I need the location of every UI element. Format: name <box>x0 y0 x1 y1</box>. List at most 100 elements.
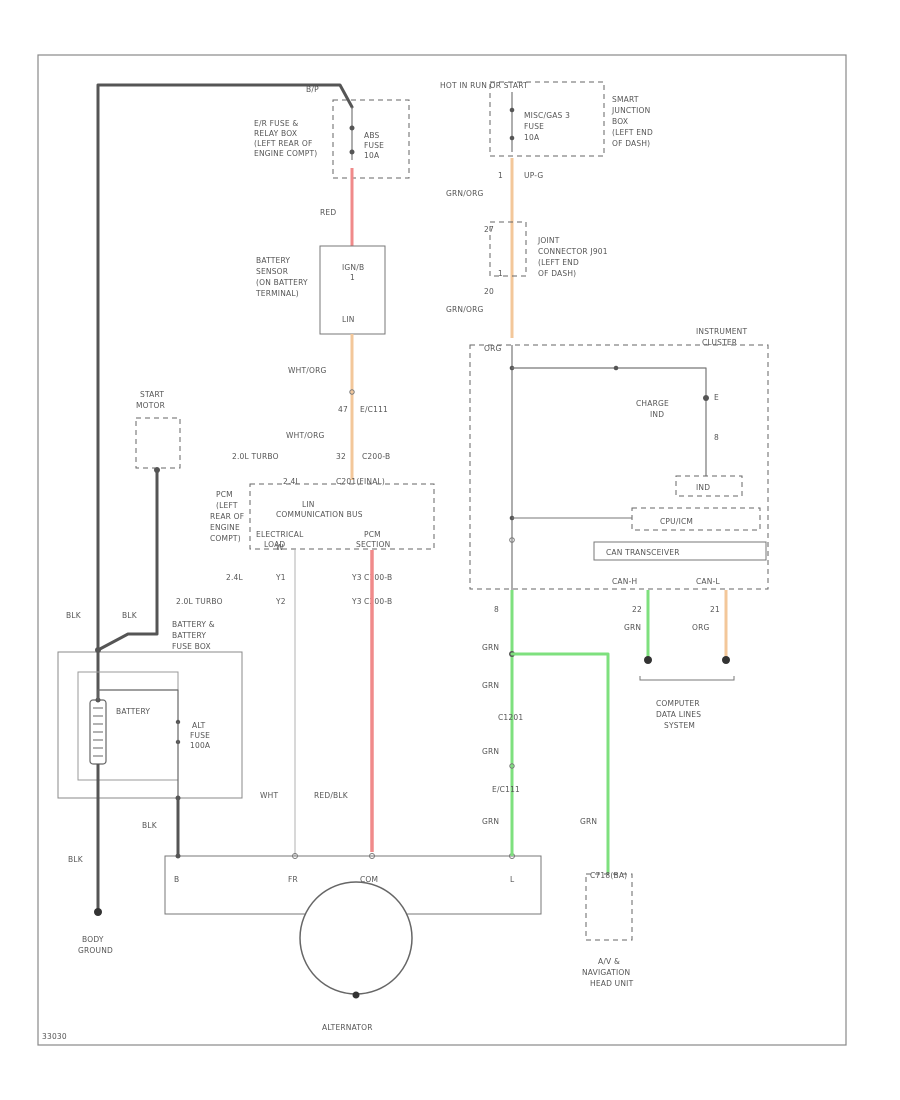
grn-org-2: GRN/ORG <box>446 305 484 314</box>
ic-pin-label: ORG <box>484 344 502 353</box>
red-label: RED <box>320 208 336 217</box>
c201-label: C201(FINAL) <box>336 477 385 486</box>
org1b-label: ORG <box>692 623 710 632</box>
can-l-label: CAN-L <box>696 577 720 586</box>
cdl-l3: SYSTEM <box>664 721 695 730</box>
jc-l3: (LEFT END <box>538 258 579 267</box>
av-l3: HEAD UNIT <box>590 979 634 988</box>
ce2-label: E/C111 <box>492 785 520 794</box>
ec111-conn <box>509 763 515 769</box>
conn-47 <box>349 389 355 395</box>
pcm-loc-l4: ENGINE <box>210 523 240 532</box>
green-av-wire <box>510 652 610 874</box>
bat-sensor-l4: TERMINAL) <box>255 289 299 298</box>
can-h-terminal <box>644 656 652 664</box>
wht-org-1: WHT/ORG <box>288 366 327 375</box>
blk3-label: BLK <box>142 821 158 830</box>
cpu-box-label: CPU/ICM <box>660 517 693 526</box>
sensor-lin: LIN <box>342 315 355 324</box>
battery-label: BATTERY <box>116 707 150 716</box>
av-l2: NAVIGATION <box>582 968 630 977</box>
charge-ind-pin: 8 <box>714 433 719 442</box>
jc-pin-1: 1 <box>498 269 503 278</box>
bplus-label: B/P <box>306 85 319 94</box>
grn6-label: GRN <box>580 817 597 826</box>
er-box-l3: (LEFT REAR OF <box>254 139 312 148</box>
jc-pin-27: 27 <box>484 225 494 234</box>
er-box-l2: RELAY BOX <box>254 129 297 138</box>
c20-label: 2.0L TURBO <box>176 597 223 606</box>
ind-box-label: IND <box>696 483 710 492</box>
ic-l1: INSTRUMENT <box>696 327 747 336</box>
joint-conn-box <box>489 221 527 277</box>
diagram-id: 33030 <box>42 1032 67 1041</box>
battery-sensor-box <box>319 245 386 335</box>
c1ab-label: UP-G <box>524 171 543 180</box>
alt-fr-label: FR <box>288 875 298 884</box>
c20-term: Y2 <box>275 597 286 606</box>
c200b-label: C200-B <box>362 452 390 461</box>
can-l-terminal <box>722 656 730 664</box>
wht-org-2: WHT/ORG <box>286 431 325 440</box>
start-motor-l1: START <box>140 390 164 399</box>
alt-b-label: B <box>174 875 179 884</box>
pcm-loc-l1: PCM <box>216 490 233 499</box>
sjb-l5: OF DASH) <box>612 139 650 148</box>
ind-box <box>675 475 743 497</box>
turbo20-label: 2.0L TURBO <box>232 452 279 461</box>
can-h-label: CAN-H <box>612 577 637 586</box>
alt-com-term <box>369 853 375 859</box>
pin-w-label: W <box>276 543 284 552</box>
abs-fuse-pin-bottom <box>349 149 355 155</box>
cy1-label: Y3 <box>351 573 362 582</box>
charge-ind-l1: CHARGE <box>636 399 669 408</box>
bplus-wire <box>96 83 354 702</box>
charge-ind-e: E <box>714 393 719 402</box>
charge-ind-lamp <box>703 395 709 401</box>
misc-fuse-pin-top <box>509 107 515 113</box>
cy1b-label: C100-B <box>364 573 392 582</box>
conn-47-label: 47 <box>338 405 348 414</box>
grn-org-1: GRN/ORG <box>446 189 484 198</box>
grn4-label: GRN <box>482 747 499 756</box>
jc-l1: JOINT <box>537 236 560 245</box>
misc-fuse-pin-bottom <box>509 135 515 141</box>
cdl-l2: DATA LINES <box>656 710 701 719</box>
ce1-label: C1201 <box>498 713 523 722</box>
pcm-box <box>249 483 435 550</box>
pcm-loc-l2: (LEFT <box>216 501 238 510</box>
alt-fuse-feed <box>97 689 179 723</box>
pcm-loc-l5: COMPT) <box>210 534 241 543</box>
instrument-cluster-box <box>469 344 769 590</box>
alt-b-term <box>175 853 181 859</box>
grn5-label: GRN <box>482 817 499 826</box>
blk2-label: BLK <box>122 611 138 620</box>
av-l1: A/V & <box>598 957 620 966</box>
sjb-l1: SMART <box>612 95 639 104</box>
sjb-l2: JUNCTION <box>611 106 650 115</box>
sensor-1: 1 <box>350 273 355 282</box>
sjb-box <box>489 81 605 157</box>
sjb-l4: (LEFT END <box>612 128 653 137</box>
pcm-loc-l3: REAR OF <box>210 512 244 521</box>
ic-l2: CLUSTER <box>702 338 737 347</box>
er-box-l4: ENGINE COMPT) <box>254 149 317 158</box>
hot-run-start-label: HOT IN RUN OR START <box>440 81 528 90</box>
can-transceiver-box <box>593 541 767 561</box>
body-ground-symbol <box>94 908 102 916</box>
cg1-pin: 22 <box>632 605 642 614</box>
alt-fr-term <box>292 853 298 859</box>
wht-label: WHT <box>260 791 278 800</box>
er-box-l1: E/R FUSE & <box>254 119 298 128</box>
batt-fuse-box-l2: BATTERY <box>172 631 206 640</box>
pcm-sect-l2: SECTION <box>356 540 390 549</box>
bat-sensor-l3: (ON BATTERY <box>256 278 308 287</box>
conn-ec111-label: E/C111 <box>360 405 388 414</box>
misc-fuse-l3: 10A <box>524 133 540 142</box>
cy2b-label: C200-B <box>364 597 392 606</box>
alternator-ground <box>352 991 360 999</box>
alt-fuse-l3: 100A <box>190 741 211 750</box>
batt-fuse-box-l3: FUSE BOX <box>172 642 211 651</box>
